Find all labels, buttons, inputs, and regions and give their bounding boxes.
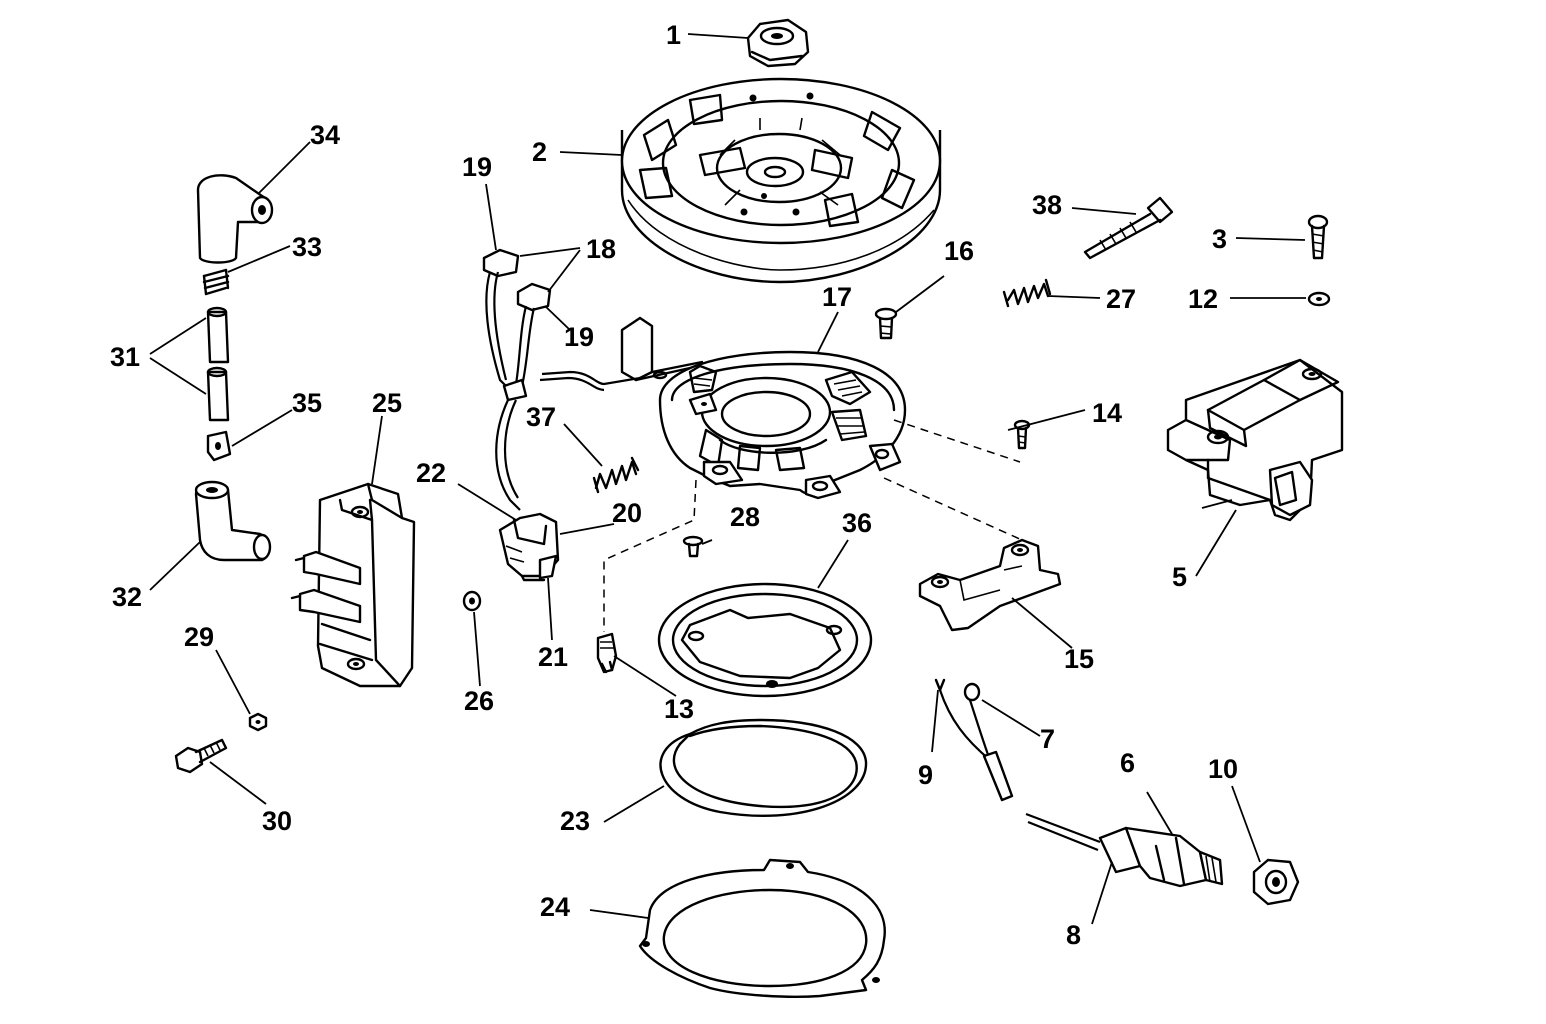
callout-labels: 1 2 3 5 6 7 8 9 10 12 13 14 15 16 17 18 … <box>110 20 1238 950</box>
part-25-ignition-coil <box>290 482 416 688</box>
leader-lines <box>149 33 1306 925</box>
part-17-stator <box>539 316 907 500</box>
part-2-flywheel <box>620 77 942 284</box>
part-23-retaining-ring <box>659 718 868 817</box>
part-24-retainer-plate <box>638 858 886 998</box>
callout-8: 8 <box>1066 920 1081 950</box>
callout-33: 33 <box>292 232 322 262</box>
callout-9: 9 <box>918 760 933 790</box>
callout-37: 37 <box>526 402 556 432</box>
callout-1: 1 <box>666 20 681 50</box>
part-16-screw <box>874 307 898 340</box>
part-21-connector <box>498 512 560 582</box>
callout-21: 21 <box>538 642 568 672</box>
callout-34: 34 <box>310 120 340 150</box>
part-30-bolt <box>174 738 228 774</box>
callout-32: 32 <box>112 582 142 612</box>
part-38-long-screw <box>1083 196 1174 260</box>
part-31-tubes <box>206 306 230 422</box>
part-35-terminal <box>206 430 232 462</box>
callout-13: 13 <box>664 694 694 724</box>
part-18-19-wire-harness <box>482 248 552 511</box>
callout-7: 7 <box>1040 724 1055 754</box>
callout-2: 2 <box>532 137 547 167</box>
callout-28: 28 <box>730 502 760 532</box>
part-32-spark-plug-boot <box>194 480 272 562</box>
dashed-alignment-lines <box>603 419 1023 632</box>
part-7-9-ground-wire <box>934 678 1014 802</box>
callout-27: 27 <box>1106 284 1136 314</box>
callout-6: 6 <box>1120 748 1135 778</box>
part-26-washer <box>462 590 482 612</box>
callout-31: 31 <box>110 342 140 372</box>
part-29-lock-washer <box>248 712 268 732</box>
part-3-screw <box>1307 214 1329 260</box>
callout-19b: 19 <box>564 322 594 352</box>
callout-17: 17 <box>822 282 852 312</box>
callout-30: 30 <box>262 806 292 836</box>
callout-36: 36 <box>842 508 872 538</box>
part-5-power-pack <box>1166 358 1344 522</box>
part-6-8-temperature-switch <box>1025 812 1224 888</box>
callout-26: 26 <box>464 686 494 716</box>
callout-20: 20 <box>612 498 642 528</box>
part-1-flywheel-nut <box>746 18 810 68</box>
part-13-clip <box>596 632 618 674</box>
callout-29: 29 <box>184 622 214 652</box>
callout-10: 10 <box>1208 754 1238 784</box>
callout-23: 23 <box>560 806 590 836</box>
callout-5: 5 <box>1172 562 1187 592</box>
callout-22: 22 <box>416 458 446 488</box>
callout-14: 14 <box>1092 398 1122 428</box>
part-10-nut <box>1252 858 1300 906</box>
callout-19a: 19 <box>462 152 492 182</box>
part-36-timer-base <box>657 582 873 698</box>
part-33-spring <box>202 268 230 296</box>
callout-24: 24 <box>540 892 570 922</box>
part-28-screw <box>682 535 704 558</box>
callout-35: 35 <box>292 388 322 418</box>
callout-12: 12 <box>1188 284 1218 314</box>
callout-25: 25 <box>372 388 402 418</box>
callout-16: 16 <box>944 236 974 266</box>
callout-38: 38 <box>1032 190 1062 220</box>
callout-3: 3 <box>1212 224 1227 254</box>
callout-15: 15 <box>1064 644 1094 674</box>
part-15-bracket <box>918 538 1062 632</box>
callout-18: 18 <box>586 234 616 264</box>
part-27-spring <box>1002 278 1052 308</box>
part-34-spark-plug-boot <box>196 174 274 264</box>
part-12-lock-washer <box>1307 291 1331 307</box>
part-37-spring <box>592 456 640 494</box>
